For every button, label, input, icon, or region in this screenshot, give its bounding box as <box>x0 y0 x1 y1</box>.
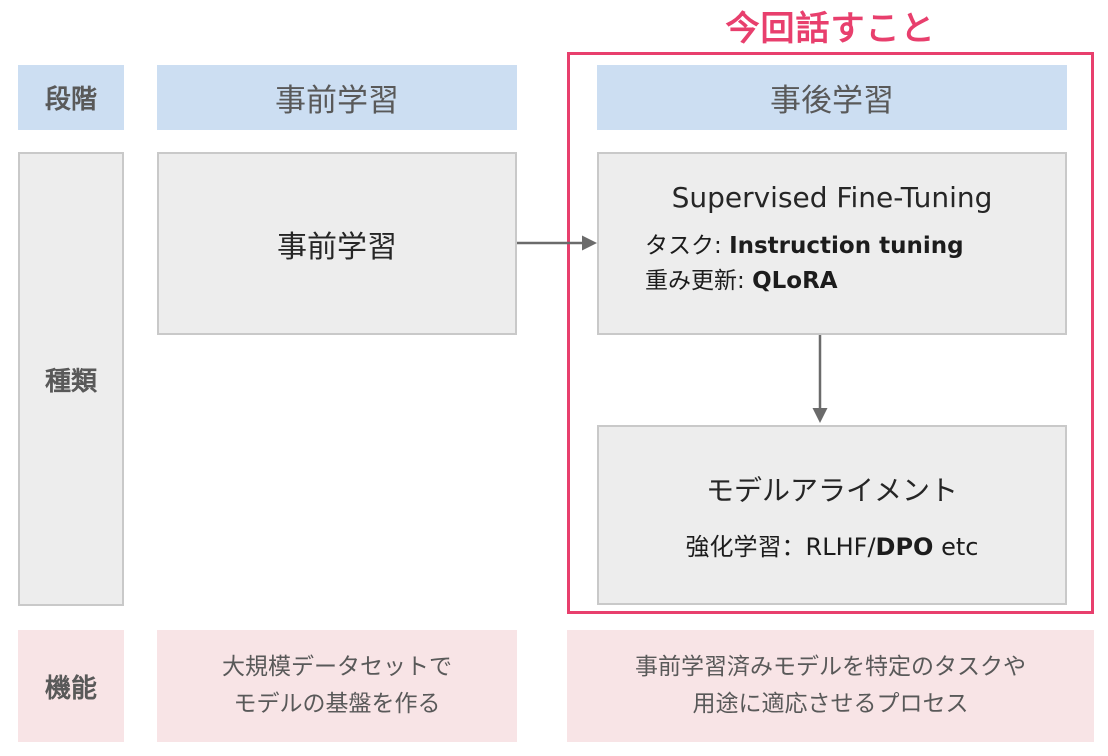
highlight-outline <box>567 52 1094 614</box>
page-title: 今回話すこと <box>725 8 936 49</box>
pretraining-function-line2: モデルの基盤を作る <box>233 691 441 717</box>
sft-weights-label: 重み更新: <box>645 268 753 294</box>
sft-task-line: タスク: Instruction tuning <box>645 229 1065 264</box>
row-label-stage: 段階 <box>18 65 124 130</box>
posttraining-function-line1: 事前学習済みモデルを特定のタスクや <box>635 654 1026 680</box>
alignment-title: モデルアライメント <box>705 473 958 507</box>
alignment-details: 強化学習：RLHF/DPO etc <box>686 527 979 562</box>
posttraining-function-box: 事前学習済みモデルを特定のタスクや 用途に適応させるプロセス <box>567 630 1094 742</box>
row-label-function: 機能 <box>18 630 124 742</box>
alignment-detail-suffix: etc <box>933 532 979 561</box>
sft-weights-value: QLoRA <box>752 268 838 294</box>
pretraining-function-box: 大規模データセットで モデルの基盤を作る <box>157 630 517 742</box>
sft-weights-line: 重み更新: QLoRA <box>645 264 1065 299</box>
alignment-box: モデルアライメント 強化学習：RLHF/DPO etc <box>597 425 1067 605</box>
pretraining-function-line1: 大規模データセットで <box>222 654 452 680</box>
sft-box: Supervised Fine-Tuning タスク: Instruction … <box>597 152 1067 335</box>
sft-details: タスク: Instruction tuning 重み更新: QLoRA <box>599 229 1065 299</box>
sft-task-value: Instruction tuning <box>729 233 964 259</box>
header-posttraining: 事後学習 <box>597 65 1067 130</box>
pretraining-box: 事前学習 <box>157 152 517 335</box>
row-label-kind: 種類 <box>18 152 124 606</box>
sft-title: Supervised Fine-Tuning <box>671 181 993 214</box>
header-pretraining: 事前学習 <box>157 65 517 130</box>
sft-task-label: タスク: <box>645 233 730 259</box>
posttraining-function-line2: 用途に適応させるプロセス <box>692 691 969 717</box>
alignment-detail-prefix: 強化学習：RLHF/ <box>685 532 876 561</box>
alignment-detail-bold: DPO <box>875 532 934 561</box>
